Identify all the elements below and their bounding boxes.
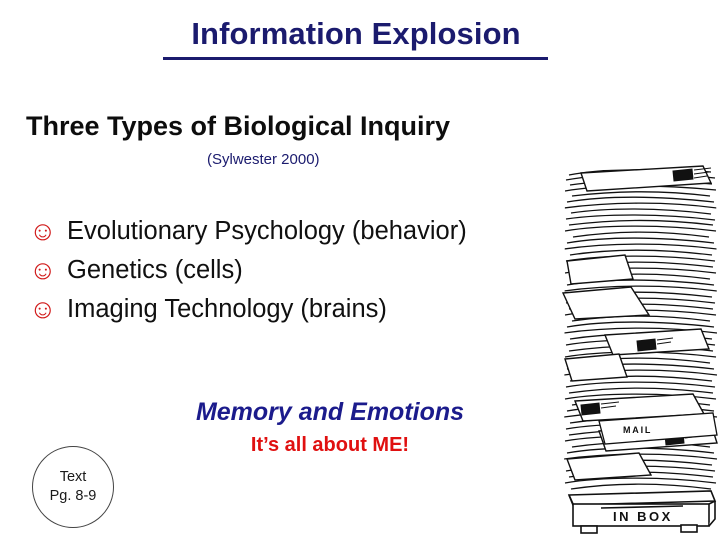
stack-of-papers-icon: MAIL IN BOX [561,163,720,540]
page-title: Information Explosion [191,16,521,51]
citation-text: (Sylwester 2000) [207,151,320,168]
closing-subline: It’s all about ME! [250,434,410,456]
list-item-label: Imaging Technology (brains) [67,295,387,323]
envelope-label: MAIL [623,425,652,435]
bullet-list: ☺ Evolutionary Psychology (behavior) ☺ G… [28,212,588,329]
list-item: ☺ Evolutionary Psychology (behavior) [28,212,588,251]
smiley-face-icon: ☺ [29,294,57,324]
list-item-label: Genetics (cells) [67,256,243,284]
smiley-face-icon: ☺ [29,255,57,285]
list-item: ☺ Imaging Technology (brains) [28,290,588,329]
text-reference-line2: Pg. 8-9 [49,488,97,504]
closing-headline: Memory and Emotions [195,398,465,426]
section-heading: Three Types of Biological Inquiry [26,111,451,141]
text-reference-line1: Text [59,469,87,486]
list-item-label: Evolutionary Psychology (behavior) [67,217,467,245]
text-reference-badge: Text Pg. 8-9 [32,446,114,528]
in-box-label: IN BOX [613,509,673,524]
smiley-face-icon: ☺ [29,216,57,246]
list-item: ☺ Genetics (cells) [28,251,588,290]
closing-block: Memory and Emotions It’s all about ME! [130,398,530,457]
title-underline [163,57,548,60]
